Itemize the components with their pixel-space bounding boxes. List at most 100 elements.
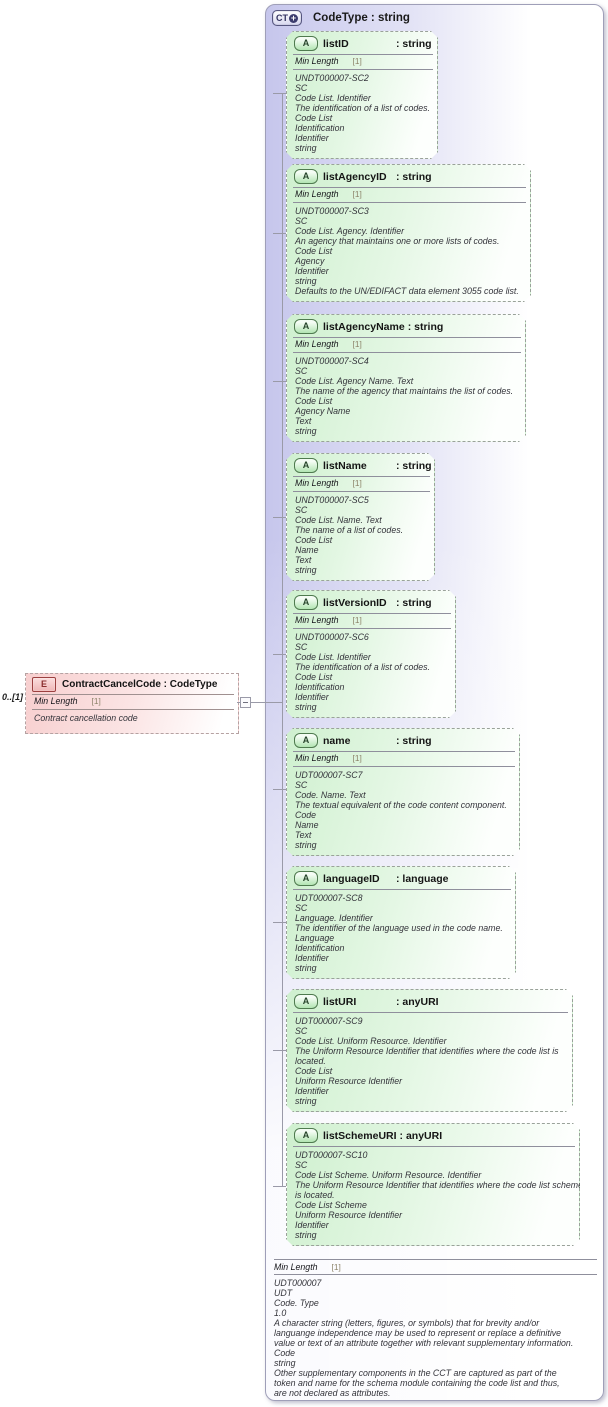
doc-line: UNDT000007-SC4 (295, 356, 369, 366)
divider (32, 709, 234, 710)
type-box-CodeType[interactable]: CT CodeType : string A listID : string M… (265, 4, 604, 1401)
attribute-name: listAgencyID (323, 170, 387, 183)
doc-line: Code List. Agency. Identifier (295, 226, 405, 236)
doc-line: UNDT000007-SC3 (295, 206, 369, 216)
doc-line: Language. Identifier (295, 913, 373, 923)
doc-line: Code List (295, 1066, 333, 1076)
type-header: CT CodeType : string (272, 10, 410, 26)
doc-line: string (295, 840, 317, 850)
attribute-box-listName[interactable]: A listName : string Min Length [1] UNDT0… (286, 453, 435, 581)
tree-line (282, 93, 283, 1187)
attribute-type: : string (396, 37, 432, 50)
doc-line: The identification of a list of codes. (295, 662, 430, 672)
facet-name: Min Length (295, 189, 339, 199)
attribute-box-name[interactable]: A name : string Min Length [1] UDT000007… (286, 728, 520, 856)
attribute-box-listVersionID[interactable]: A listVersionID : string Min Length [1] … (286, 590, 456, 718)
doc-line: Name (295, 820, 319, 830)
facet-value: [1] (352, 615, 362, 625)
facet-row: Min Length [1] (26, 695, 238, 708)
doc-line: Agency Name (295, 406, 351, 416)
doc-line: Language (295, 933, 335, 943)
attribute-name: listAgencyName (323, 320, 405, 333)
attribute-icon: A (294, 458, 318, 473)
doc-line: Agency (295, 256, 325, 266)
connector-line (237, 702, 282, 703)
element-docs: Contract cancellation code (26, 710, 238, 728)
facet-value: [1] (352, 478, 362, 488)
doc-line: UDT000007-SC7 (295, 770, 363, 780)
facet-row: Min Length [1] (287, 55, 437, 68)
doc-line: UNDT000007-SC5 (295, 495, 369, 505)
attribute-box-listAgencyID[interactable]: A listAgencyID : string Min Length [1] U… (286, 164, 531, 302)
facet-value: [1] (352, 189, 362, 199)
doc-line: Identifier (295, 1086, 329, 1096)
doc-line: Code List (295, 396, 333, 406)
attribute-header: A listID : string (287, 32, 437, 53)
attribute-icon: A (294, 595, 318, 610)
attribute-type: : string (407, 320, 444, 333)
element-box-ContractCancelCode[interactable]: E ContractCancelCode : CodeType Min Leng… (25, 673, 239, 734)
attribute-box-listAgencyName[interactable]: A listAgencyName : string Min Length [1]… (286, 314, 526, 442)
attribute-type: : anyURI (399, 1129, 443, 1142)
doc-line: Code List. Uniform Resource. Identifier (295, 1036, 447, 1046)
doc-line: Code List Scheme (295, 1200, 367, 1210)
divider (293, 1146, 575, 1147)
facet-name: Min Length (295, 339, 339, 349)
doc-line: UNDT000007-SC6 (295, 632, 369, 642)
attribute-type: : string (396, 596, 432, 609)
facet-name: Min Length (295, 753, 339, 763)
divider (293, 889, 511, 890)
attribute-icon: A (294, 733, 318, 748)
doc-line: Code (274, 1348, 296, 1358)
doc-line: located. (295, 1056, 326, 1066)
attribute-box-listID[interactable]: A listID : string Min Length [1] UNDT000… (286, 31, 438, 159)
attribute-icon: A (294, 36, 318, 51)
divider (293, 337, 521, 338)
doc-line: are not declared as attributes. (274, 1388, 391, 1398)
doc-line: string (295, 702, 317, 712)
facet-row: Min Length [1] (287, 614, 455, 627)
facet-value: [1] (352, 339, 362, 349)
element-title: ContractCancelCode : CodeType (62, 679, 218, 690)
divider (293, 628, 451, 629)
attribute-name: listSchemeURI (323, 1129, 397, 1142)
tree-tick (273, 381, 287, 382)
divider (293, 202, 526, 203)
element-header: E ContractCancelCode : CodeType (26, 674, 238, 693)
facet-row: Min Length [1] (287, 188, 530, 201)
cardinality-label: 0..[1] (2, 692, 24, 702)
doc-line: Identifier (295, 953, 329, 963)
collapse-toggle[interactable] (240, 697, 251, 708)
doc-line: string (295, 143, 317, 153)
attribute-name: name (323, 734, 351, 747)
doc-line: Text (295, 416, 312, 426)
tree-tick (273, 517, 287, 518)
attribute-header: A listName : string (287, 454, 434, 475)
doc-line: Code (295, 810, 317, 820)
attribute-icon: A (294, 1128, 318, 1143)
doc-line: SC (295, 642, 308, 652)
facet-row: Min Length [1] (274, 1262, 341, 1272)
doc-line: Code List (295, 246, 333, 256)
facet-value: [1] (331, 1262, 341, 1272)
type-title: CodeType : string (313, 12, 410, 24)
doc-line: Identification (295, 682, 345, 692)
doc-line: Identifier (295, 133, 329, 143)
complex-type-icon-label: CT (276, 13, 288, 23)
doc-line: Uniform Resource Identifier (295, 1076, 403, 1086)
doc-line: token and name for the schema module con… (274, 1378, 560, 1388)
doc-line: UDT000007-SC8 (295, 893, 363, 903)
divider (274, 1259, 597, 1260)
doc-line: UDT000007-SC10 (295, 1150, 368, 1160)
doc-line: Code List (295, 113, 333, 123)
divider (293, 491, 430, 492)
